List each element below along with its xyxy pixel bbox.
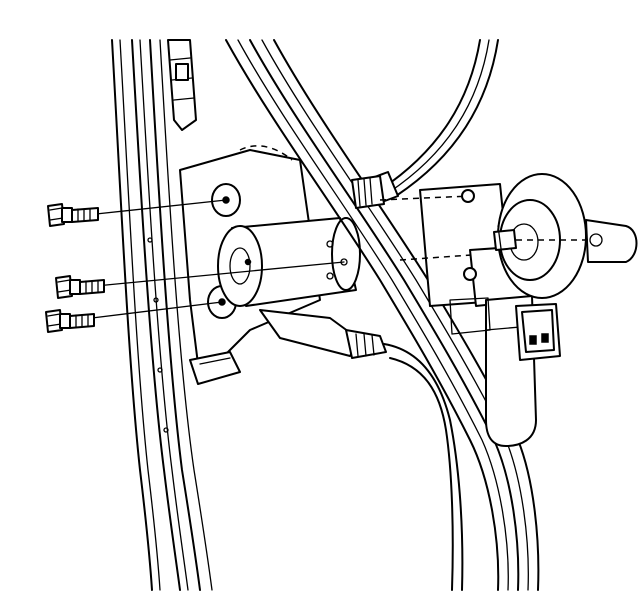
door-frame-rail xyxy=(111,39,213,591)
mounting-bolt-3 xyxy=(45,309,95,333)
lower-bracket xyxy=(189,351,241,385)
electrical-connector xyxy=(515,303,561,361)
mounting-bolt-2 xyxy=(55,275,105,299)
motor-gear-cap xyxy=(493,173,638,299)
regulator-drum-housing xyxy=(217,217,361,307)
bolt-leader-lines xyxy=(91,199,345,319)
mounting-bolt-1 xyxy=(47,203,99,227)
lower-cable-sleeve xyxy=(259,309,464,591)
window-regulator-cables xyxy=(225,39,540,591)
cable-spring-fitting xyxy=(351,175,385,209)
rail-bracket xyxy=(167,39,197,131)
upper-cable-guide xyxy=(371,39,499,203)
